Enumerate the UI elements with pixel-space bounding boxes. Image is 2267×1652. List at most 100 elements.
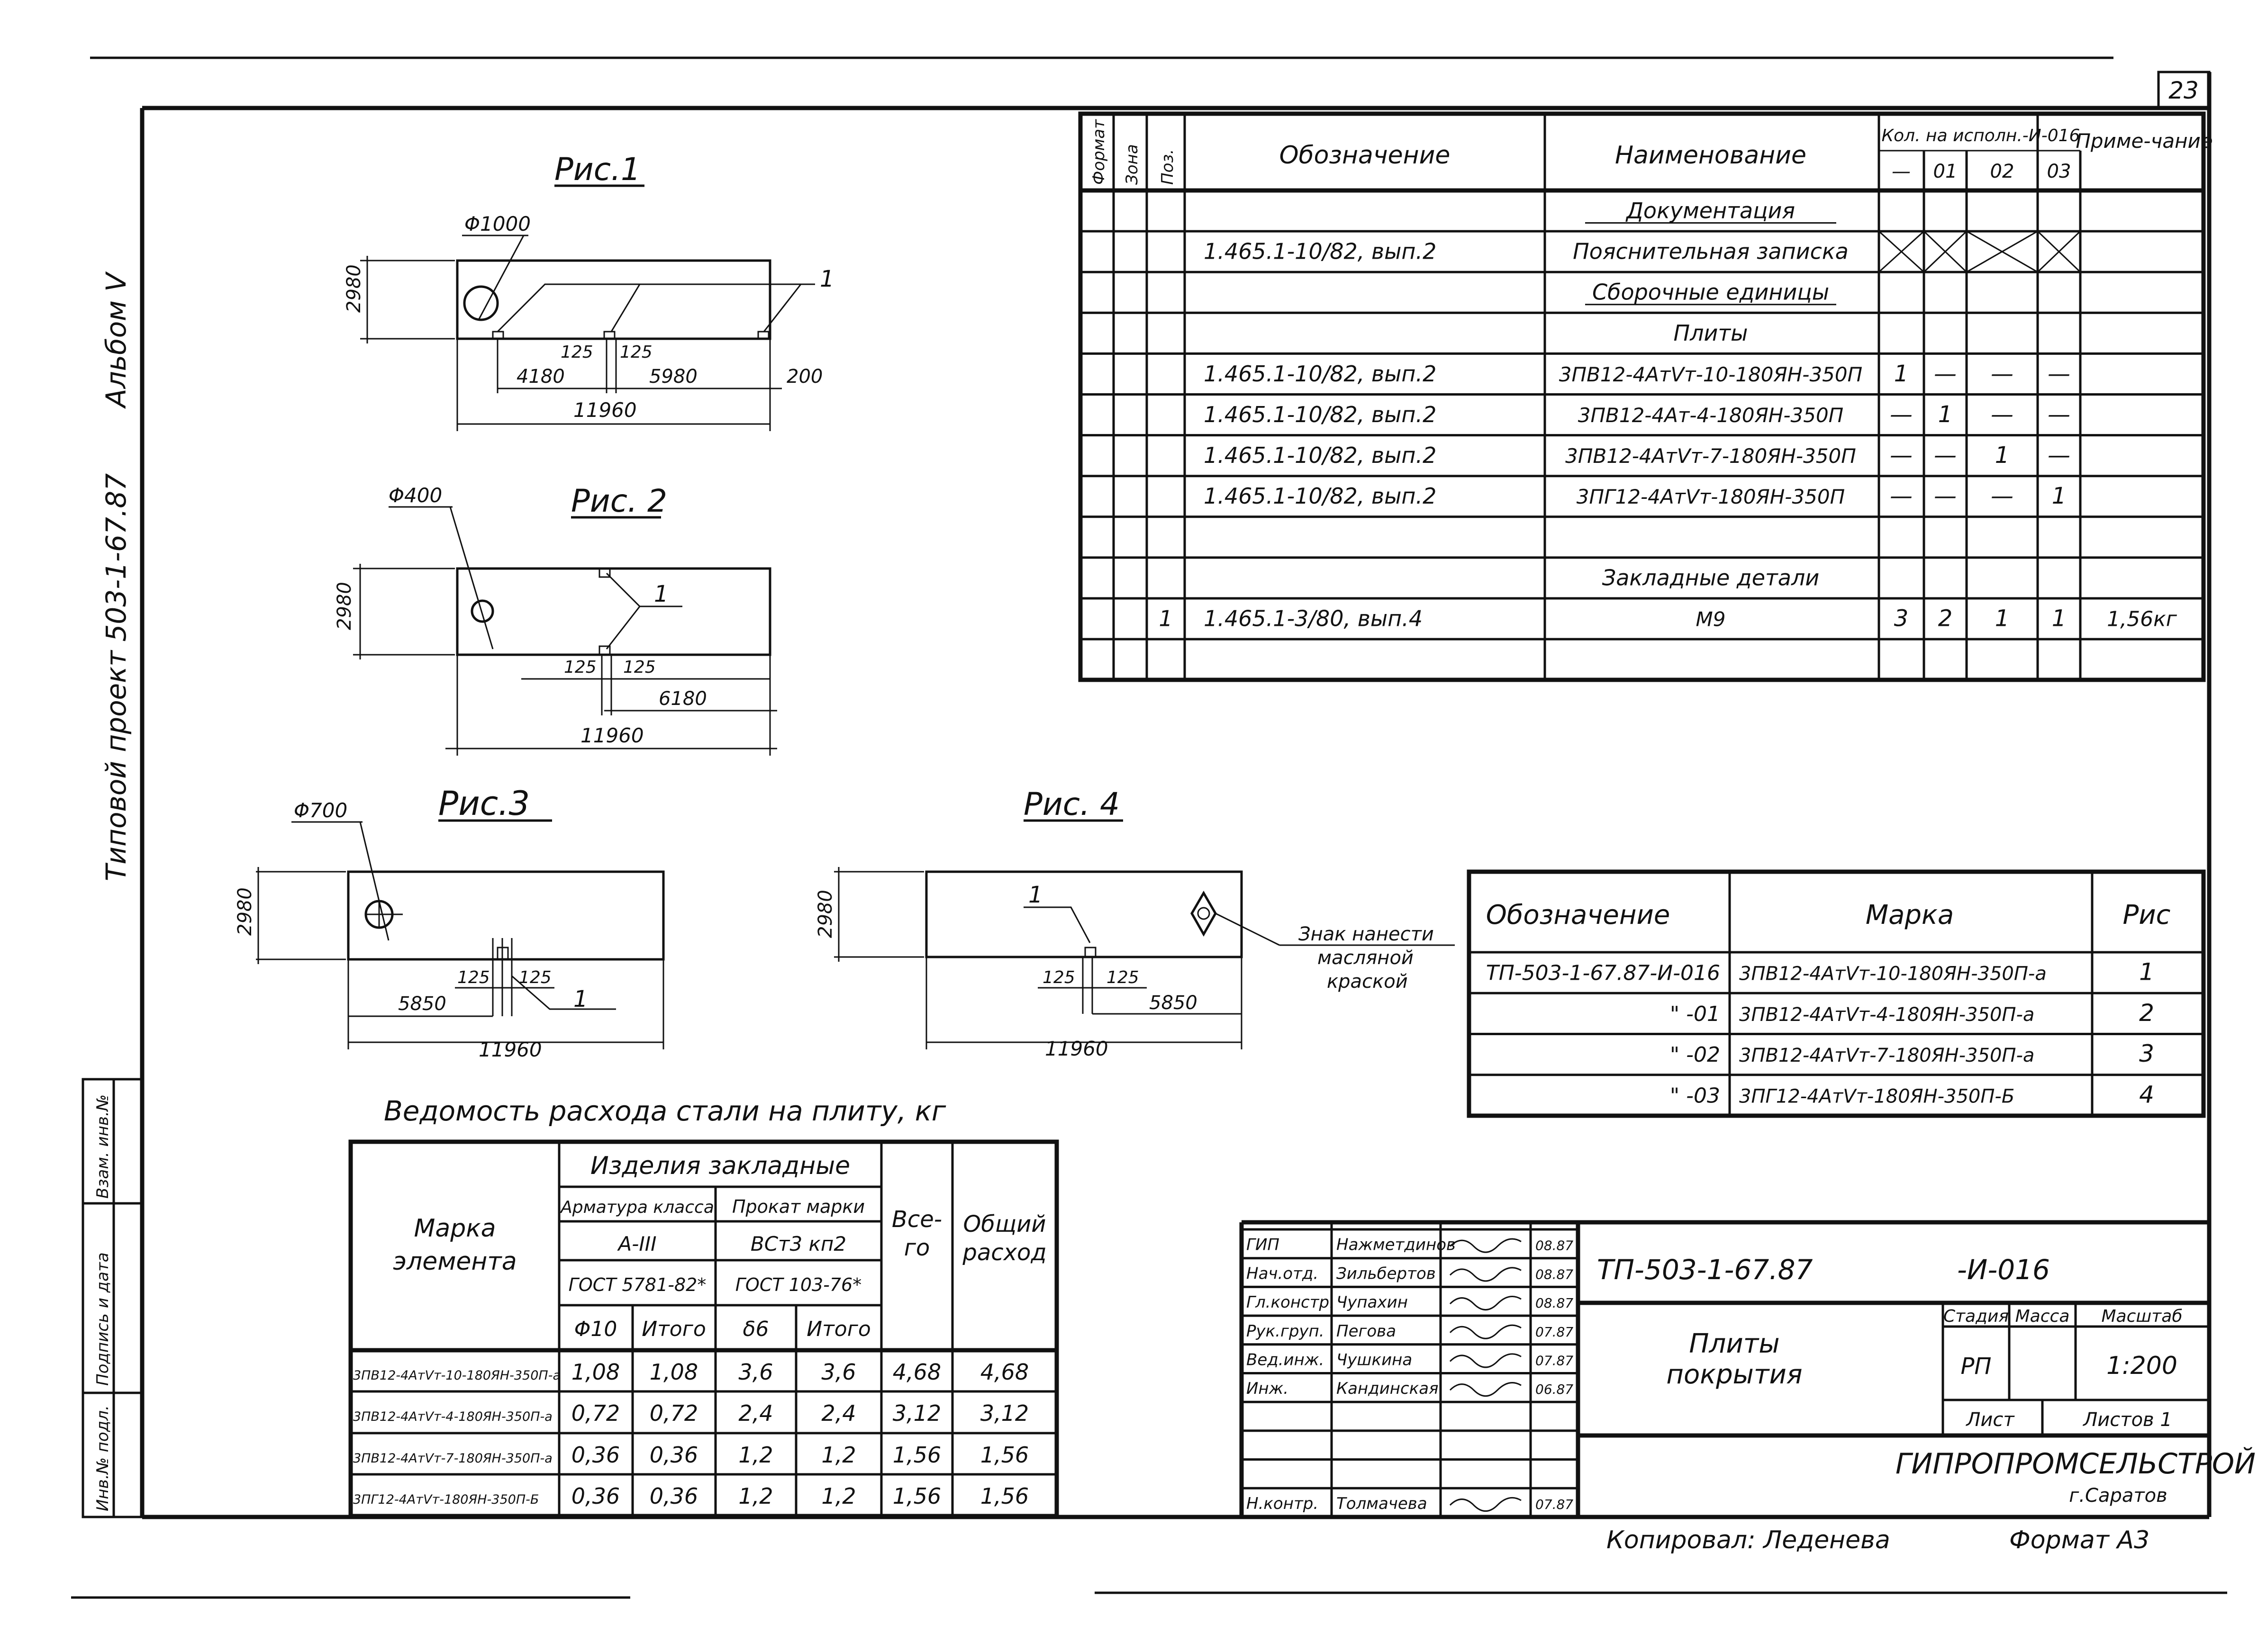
title-block-suffix: -И-016 [1957, 1254, 2050, 1286]
figure-1-title: Рис.1 [554, 151, 641, 188]
signature-scribble [1449, 1353, 1522, 1368]
steel-h-sub-0: Φ10 [574, 1317, 617, 1341]
marks-table: Обозначение Марка Рис ТП-503-1-67.87-И-0… [1467, 869, 2206, 1118]
spec-row-qty: — [1890, 401, 1913, 428]
album-label: Альбом V [100, 271, 132, 409]
figure-1-dim-200: 200 [787, 366, 823, 388]
spec-row-qty: — [1934, 483, 1957, 509]
steel-row-value: 4,68 [980, 1359, 1029, 1385]
steel-row-value: 3,12 [980, 1400, 1029, 1426]
spec-h-zone: Зона [1123, 144, 1142, 185]
spec-row-qty: — [2048, 401, 2070, 428]
steel-h-mark-2: элемента [393, 1247, 517, 1276]
spec-row-note: 1,56кг [2107, 607, 2177, 632]
tb-person-role: ГИП [1246, 1236, 1279, 1255]
title-block-name-2: покрытия [1666, 1359, 1802, 1390]
steel-h-sub-1: Итого [642, 1317, 706, 1341]
figure-1: Рис.1 Φ1000 1 2980 125 125 4180 5980 200… [343, 151, 834, 431]
figure-2-dim-125a: 125 [564, 658, 597, 677]
title-block-scale-label: Масштаб [2101, 1307, 2182, 1326]
figure-1-dim-5980: 5980 [649, 366, 698, 388]
figure-2-dim-125b: 125 [623, 658, 656, 677]
specification-table: Формат Зона Поз. Обозначение Наименовани… [1078, 111, 2213, 682]
spec-row-qty: 1 [1938, 401, 1953, 428]
spec-row-designation: 1.465.1-10/82, вып.2 [1204, 239, 1436, 264]
tb-person-name: Пегова [1336, 1322, 1396, 1341]
steel-h-sub-2: δ6 [743, 1317, 769, 1341]
figure-3-dim-total: 11960 [479, 1038, 542, 1061]
title-block-sheets-label: Листов 1 [2082, 1409, 2172, 1431]
spec-cross [1923, 231, 1968, 273]
steel-row-value: 0,72 [650, 1400, 698, 1426]
steel-h-arm-gost: ГОСТ 5781-82* [569, 1274, 707, 1295]
spec-row-designation: 1.465.1-10/82, вып.2 [1204, 361, 1436, 387]
signature-scribble [1449, 1238, 1522, 1253]
steel-row-value: 2,4 [738, 1400, 773, 1426]
spec-row-designation: 1.465.1-10/82, вып.2 [1204, 483, 1436, 509]
marks-h-designation: Обозначение [1486, 900, 1670, 930]
steel-h-overall-2: расход [962, 1239, 1046, 1266]
spec-row-qty: 1 [1894, 361, 1909, 387]
figure-4-paint-mark [1190, 891, 1217, 937]
stamp-replace-inv: Взам. инв.№ [93, 1094, 112, 1199]
marks-row-mark: 3ПВ12-4АтVт-10-180ЯН-350П-а [1739, 963, 2047, 985]
figure-1-dim-125b: 125 [620, 343, 653, 362]
steel-row-value: 1,56 [893, 1483, 941, 1509]
steel-row-mark: 3ПГ12-4АтVт-180ЯН-350П-Б [353, 1492, 539, 1507]
spec-row-qty: 1 [2052, 483, 2067, 509]
figure-2-hole-dia: Φ400 [389, 484, 442, 507]
tb-person-date: 07.87 [1535, 1353, 1573, 1369]
figure-3-dim-125a: 125 [457, 968, 490, 987]
figure-4-dim-125b: 125 [1106, 968, 1139, 987]
spec-row-qty: — [1934, 442, 1957, 469]
title-block-name-1: Плиты [1689, 1328, 1779, 1359]
spec-row-name: Плиты [1673, 320, 1748, 346]
figure-2-pos: 1 [654, 581, 669, 607]
spec-row-name: Закладные детали [1602, 565, 1820, 590]
tb-person-name: Чушкина [1336, 1351, 1412, 1370]
figure-3-dim-125b: 125 [519, 968, 552, 987]
marks-rows: ТП-503-1-67.87-И-016 3ПВ12-4АтVт-10-180ЯН… [1469, 958, 2204, 1108]
steel-h-total-2: го [904, 1235, 930, 1261]
tb-person-role: Инж. [1246, 1379, 1288, 1398]
spec-row-qty: — [1934, 361, 1957, 387]
steel-h-prokat: Прокат марки [732, 1196, 865, 1217]
figure-4-note-line3: краской [1327, 971, 1408, 993]
figure-1-pos: 1 [820, 266, 834, 292]
marks-row-designation: " -01 [1670, 1002, 1720, 1026]
steel-row-value: 0,36 [650, 1483, 698, 1509]
tb-person-date: 06.87 [1535, 1381, 1573, 1397]
steel-row-mark: 3ПВ12-4АтVт-10-180ЯН-350П-а [353, 1368, 561, 1383]
spec-h-qty-3: 03 [2047, 161, 2071, 182]
side-stamp: Инв.№ подл. Подпись и дата Взам. инв.№ [82, 1078, 144, 1518]
spec-row-qty: — [1991, 401, 2013, 428]
spec-row-designation: 1.465.1-3/80, вып.4 [1204, 606, 1423, 632]
tb-person-date: 08.87 [1535, 1295, 1573, 1311]
figure-2: Рис. 2 Φ400 1 2980 125 125 6180 11960 [334, 483, 777, 756]
spec-row-name: 3ПВ12-4АтVт-7-180ЯН-350П [1565, 444, 1856, 468]
steel-row-mark: 3ПВ12-4АтVт-7-180ЯН-350П-а [353, 1451, 553, 1466]
figure-4-note-line1: Знак нанести [1298, 923, 1434, 945]
figure-3-pos: 1 [573, 986, 588, 1012]
steel-row-value: 3,6 [821, 1359, 856, 1385]
marks-row-designation: ТП-503-1-67.87-И-016 [1486, 961, 1720, 985]
spec-row-qty: — [1991, 483, 2013, 509]
figure-1-dim-total: 11960 [573, 398, 637, 422]
signature-scribble [1449, 1295, 1522, 1311]
steel-row-mark: 3ПВ12-4АтVт-4-180ЯН-350П-а [353, 1409, 553, 1424]
figure-2-slab [456, 567, 771, 656]
spec-h-qty-1: 01 [1933, 161, 1958, 182]
steel-h-overall-1: Общий [963, 1211, 1046, 1237]
signature-scribble [1449, 1267, 1522, 1282]
spec-h-qty-2: 02 [1990, 161, 2014, 182]
steel-h-sub-3: Итого [807, 1317, 871, 1341]
signature-scribble [1449, 1382, 1522, 1397]
tb-person-role: Рук.груп. [1246, 1322, 1324, 1341]
figure-3-slab [347, 870, 665, 961]
steel-title: Ведомость расхода стали на плиту, кг [384, 1095, 946, 1127]
